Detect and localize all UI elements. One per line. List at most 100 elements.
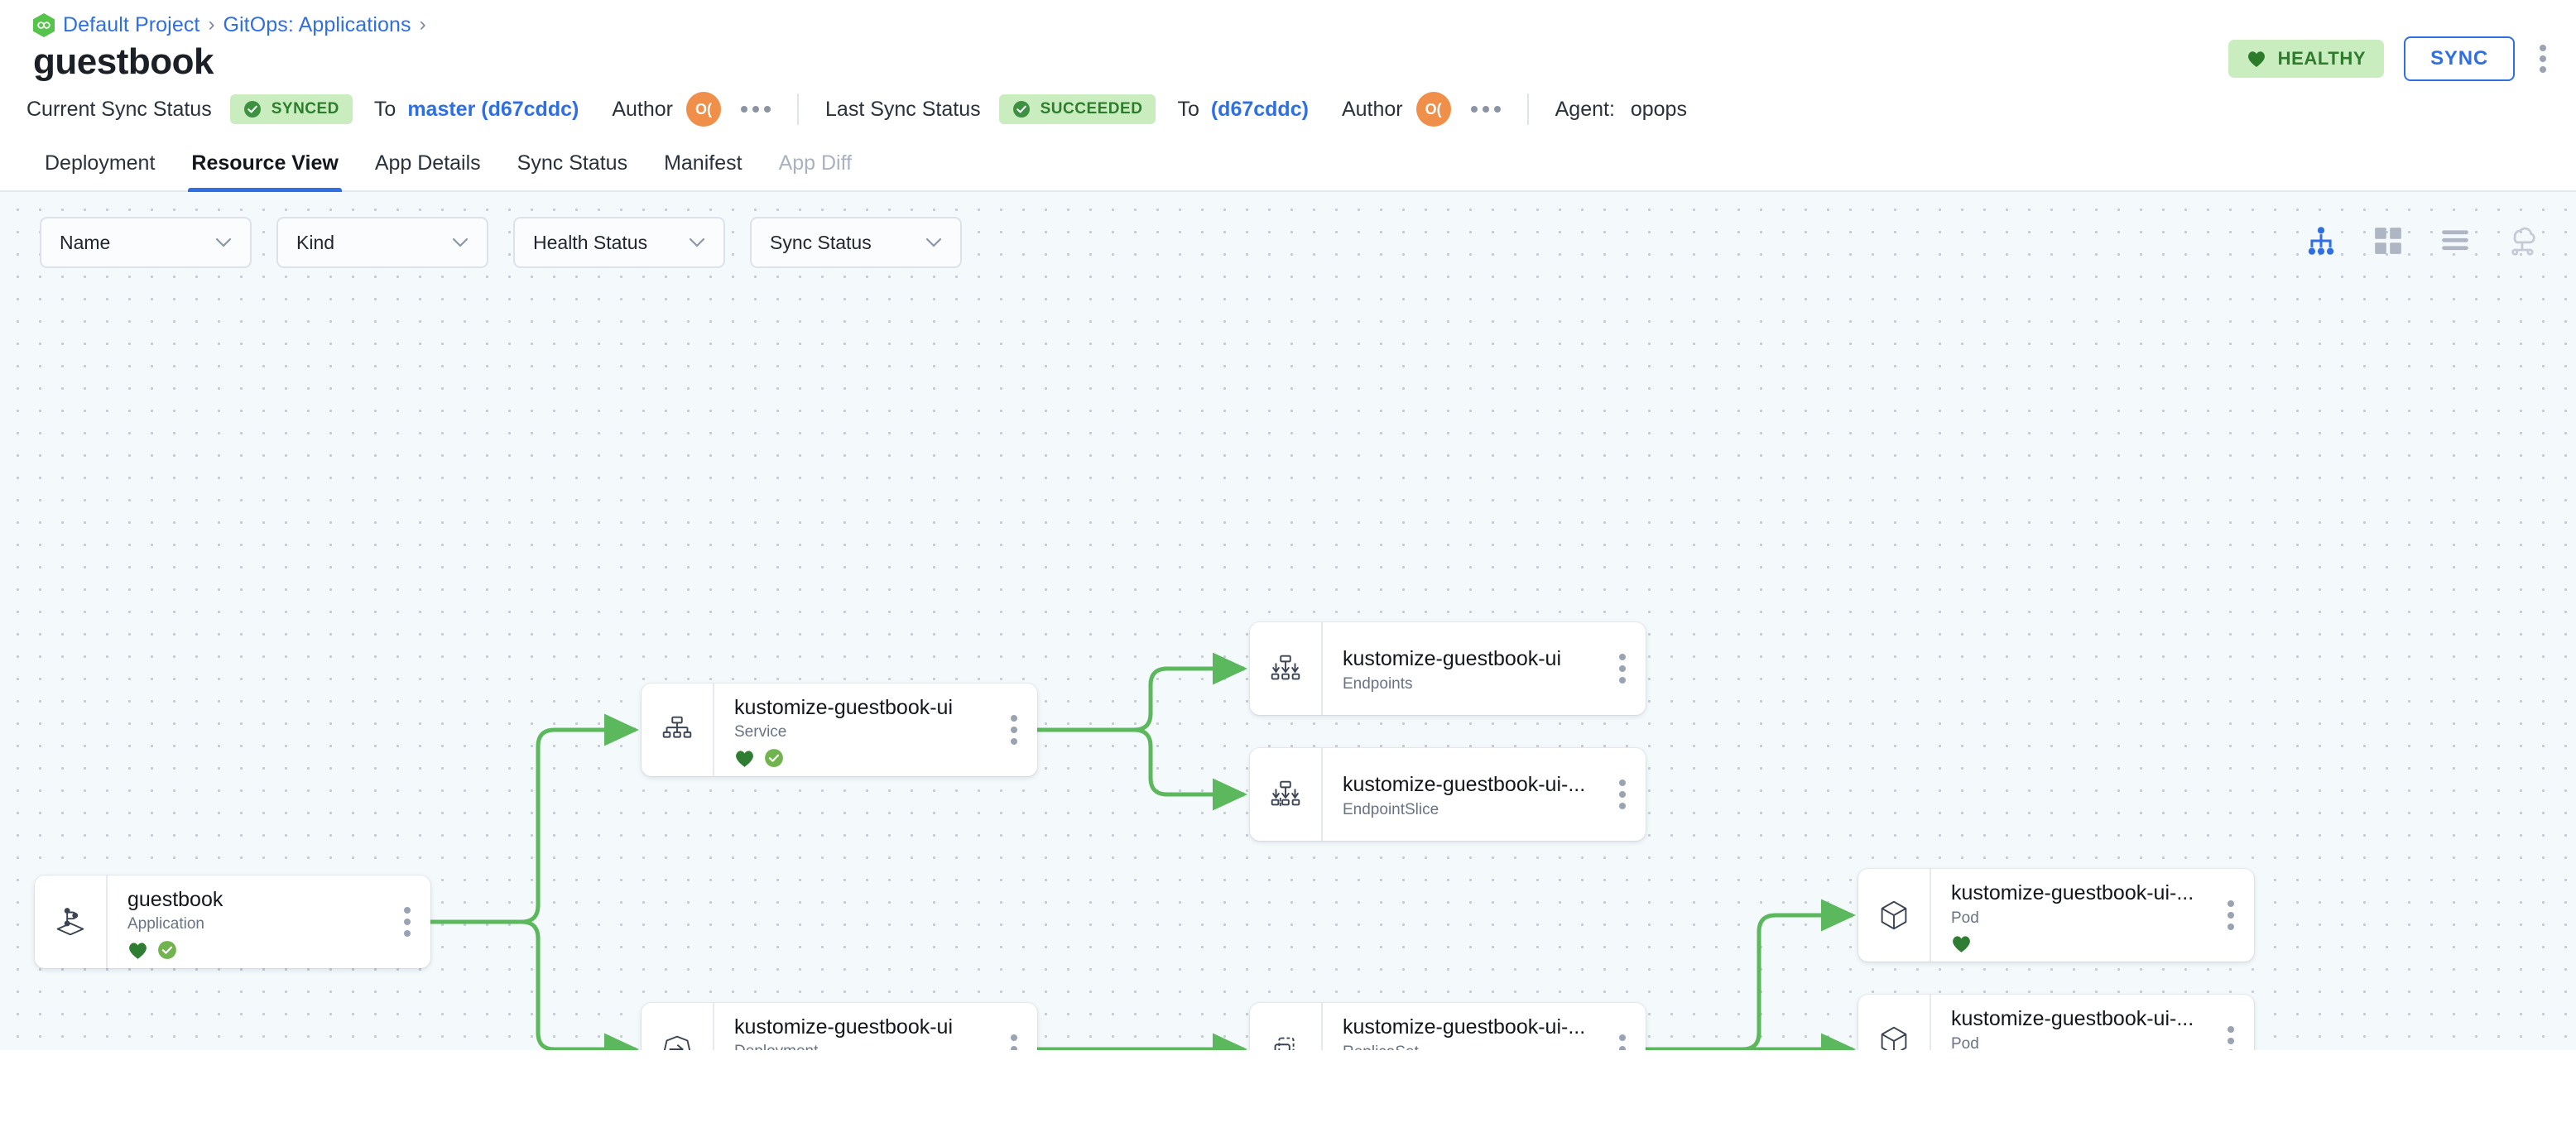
resource-graph-canvas[interactable]: Name Kind Health Status Sync Status [0, 192, 2576, 1050]
check-circle-icon [243, 101, 261, 118]
node-badges [734, 748, 991, 768]
dot-2 [404, 919, 411, 925]
node-overflow-button[interactable] [2208, 995, 2254, 1050]
node-icon-wrap [1250, 1003, 1321, 1050]
node-icon-wrap [642, 1003, 713, 1050]
dot-2 [1619, 665, 1626, 672]
edge-service-to-endpointslice [1037, 727, 1248, 811]
node-icon-wrap [1858, 869, 1930, 962]
filter-health-status-select[interactable]: Health Status [513, 217, 725, 268]
node-endpoints-kustomize-guestbook-ui[interactable]: kustomize-guestbook-ui Endpoints [1250, 622, 1646, 715]
node-icon-wrap [642, 684, 713, 776]
node-title: kustomize-guestbook-ui [734, 1015, 954, 1039]
breadcrumb-item-applications[interactable]: GitOps: Applications [223, 12, 411, 36]
node-overflow-button[interactable] [384, 876, 430, 968]
node-overflow-button[interactable] [1599, 748, 1646, 841]
agent-label: Agent: [1555, 97, 1615, 121]
node-service-kustomize-guestbook-ui[interactable]: kustomize-guestbook-ui Service [642, 684, 1037, 776]
tree-view-icon[interactable] [2305, 225, 2337, 257]
dot-1 [2540, 45, 2546, 51]
agent-value: opops [1630, 97, 1687, 121]
current-to-label: To [373, 97, 396, 121]
header-actions: HEALTHY SYNC [2228, 36, 2551, 81]
node-icon-wrap [1858, 995, 1930, 1050]
tab-app-details[interactable]: App Details [374, 151, 481, 175]
page-header: Default Project › GitOps: Applications ›… [0, 0, 2576, 83]
network-view-icon[interactable] [2506, 225, 2538, 257]
dot-3 [2228, 924, 2234, 930]
last-sync-status-value: SUCCEEDED [1040, 100, 1143, 118]
dot-3 [1619, 677, 1626, 684]
node-title: kustomize-guestbook-ui-... [1343, 1015, 1586, 1039]
dot-1 [1619, 1034, 1626, 1041]
dot-3 [2228, 1049, 2234, 1050]
node-overflow-button[interactable] [1599, 622, 1646, 715]
dot-2 [752, 106, 760, 113]
dot-2 [2540, 55, 2546, 62]
node-body: kustomize-guestbook-ui-... EndpointSlice [1321, 748, 1599, 841]
tab-deployment[interactable]: Deployment [45, 151, 156, 175]
app-overflow-menu-button[interactable] [2535, 40, 2551, 78]
filter-kind-select[interactable]: Kind [276, 217, 488, 268]
current-revision-link[interactable]: master (d67cddc) [407, 97, 579, 121]
current-sync-overflow-button[interactable] [741, 106, 771, 113]
node-replicaset-kustomize-guestbook-ui[interactable]: kustomize-guestbook-ui-... ReplicaSet [1250, 1003, 1646, 1050]
node-body: kustomize-guestbook-ui-... Pod [1930, 995, 2208, 1050]
tab-manifest[interactable]: Manifest [664, 151, 743, 175]
node-title: kustomize-guestbook-ui-... [1951, 1007, 2194, 1030]
node-deployment-kustomize-guestbook-ui[interactable]: kustomize-guestbook-ui Deployment [642, 1003, 1037, 1050]
dot-3 [764, 106, 771, 113]
sync-check-icon [765, 749, 783, 767]
node-endpointslice-kustomize-guestbook-ui[interactable]: kustomize-guestbook-ui-... EndpointSlice [1250, 748, 1646, 841]
tab-sync-status[interactable]: Sync Status [517, 151, 628, 175]
node-body: kustomize-guestbook-ui-... ReplicaSet [1321, 1003, 1599, 1050]
dot-1 [2228, 1026, 2234, 1033]
last-author-avatar[interactable]: O( [1415, 92, 1451, 127]
current-author-label: Author [612, 97, 674, 121]
node-icon-wrap [1250, 748, 1321, 841]
filter-name-select[interactable]: Name [40, 217, 252, 268]
node-kind: EndpointSlice [1343, 801, 1439, 819]
node-pod-2[interactable]: kustomize-guestbook-ui-... Pod [1858, 995, 2254, 1050]
deployment-icon [663, 1035, 691, 1050]
breadcrumb-item-project[interactable]: Default Project [63, 12, 200, 36]
dot-3 [2540, 66, 2546, 73]
current-author-avatar[interactable]: O( [686, 92, 722, 127]
breadcrumb-separator-2: › [419, 13, 426, 36]
node-title: kustomize-guestbook-ui [1343, 647, 1562, 671]
filter-sync-status-select[interactable]: Sync Status [750, 217, 962, 268]
node-overflow-button[interactable] [991, 684, 1037, 776]
last-to-label: To [1177, 97, 1199, 121]
node-application-guestbook[interactable]: guestbook Application [35, 876, 430, 968]
last-sync-overflow-button[interactable] [1470, 106, 1501, 113]
node-overflow-button[interactable] [991, 1003, 1037, 1050]
last-revision-link[interactable]: (d67cddc) [1210, 97, 1309, 121]
grid-view-icon[interactable] [2372, 225, 2404, 257]
node-title: kustomize-guestbook-ui [734, 696, 954, 719]
list-view-icon[interactable] [2439, 225, 2471, 257]
status-divider-1 [797, 94, 800, 125]
node-overflow-button[interactable] [1599, 1003, 1646, 1050]
tab-app-diff: App Diff [778, 151, 853, 175]
dot-1 [1619, 780, 1626, 786]
node-pod-1[interactable]: kustomize-guestbook-ui-... Pod [1858, 869, 2254, 962]
node-kind: Pod [1951, 909, 1979, 927]
node-badges [127, 940, 384, 960]
dot-3 [1619, 803, 1626, 809]
tab-resource-view[interactable]: Resource View [173, 151, 356, 192]
sync-button[interactable]: SYNC [2404, 36, 2515, 81]
node-kind: Service [734, 723, 787, 741]
node-body: kustomize-guestbook-ui-... Pod [1930, 869, 2208, 962]
graph-nodes: guestbook Application [0, 192, 2576, 1050]
heart-icon [2247, 51, 2265, 67]
node-kind: Application [127, 915, 204, 933]
heart-icon [736, 750, 753, 767]
node-kind: Endpoints [1343, 675, 1413, 693]
breadcrumb-separator: › [208, 13, 215, 36]
edge-group [430, 652, 1857, 1050]
pod-icon [1881, 900, 1907, 930]
sync-check-icon [158, 941, 176, 959]
last-sync-status-badge: SUCCEEDED [998, 94, 1156, 124]
node-overflow-button[interactable] [2208, 869, 2254, 962]
last-author-label: Author [1341, 97, 1403, 121]
